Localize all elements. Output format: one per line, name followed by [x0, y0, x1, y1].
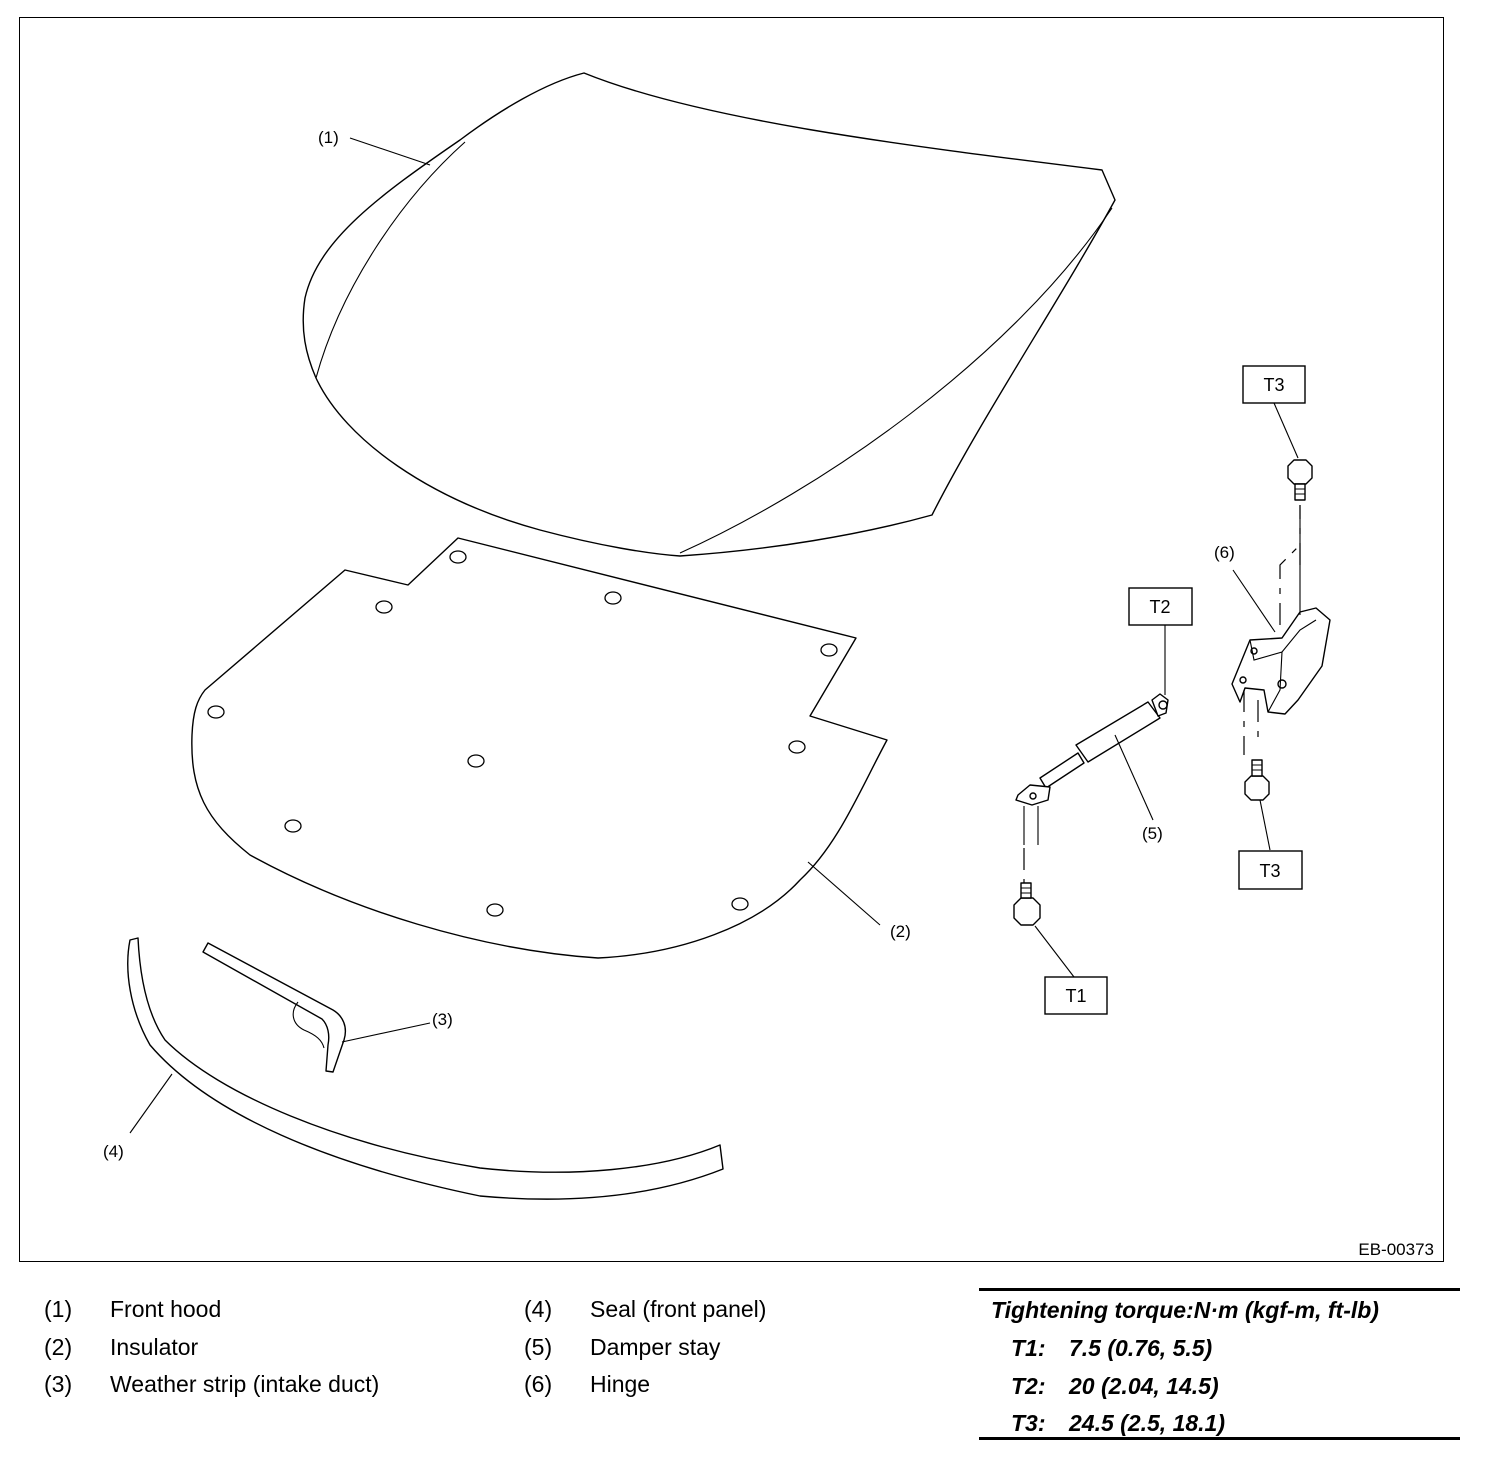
- hinge: [1231, 459, 1331, 801]
- insulator-clip-hole: [375, 600, 393, 614]
- svg-text:T1: T1: [1065, 986, 1086, 1006]
- legend-item: (1) Front hood: [44, 1291, 379, 1329]
- svg-text:T2: T2: [1149, 597, 1170, 617]
- callout-4: (4): [103, 1142, 124, 1161]
- svg-text:T3: T3: [1263, 375, 1284, 395]
- legend-number: (1): [44, 1296, 73, 1322]
- torque-tag-t2: T2: [1128, 587, 1193, 626]
- torque-tag-t3-bottom: T3: [1238, 850, 1303, 890]
- svg-text:T3: T3: [1259, 861, 1280, 881]
- torque-title: Tightening torque:N·m (kgf-m, ft-lb): [991, 1297, 1379, 1323]
- legend-number: (4): [524, 1296, 553, 1322]
- legend-item: (6) Hinge: [524, 1366, 766, 1404]
- torque-key: T3:: [1011, 1410, 1046, 1436]
- seal-front-panel: [127, 937, 724, 1200]
- legend-label: Insulator: [110, 1333, 199, 1360]
- torque-key: T2:: [1011, 1373, 1046, 1399]
- legend-label: Front hood: [110, 1296, 222, 1322]
- legend-label: Hinge: [590, 1371, 651, 1397]
- callout-1: (1): [318, 128, 339, 147]
- insulator-clip-hole: [449, 550, 467, 564]
- legend-item: (4) Seal (front panel): [524, 1291, 766, 1329]
- legend-number: (6): [524, 1371, 553, 1397]
- legend-label: Weather strip (intake duct): [110, 1371, 380, 1397]
- bolt-t3-top-icon: [1287, 459, 1313, 485]
- insulator-clip-hole: [604, 591, 622, 605]
- torque-row: T2: 20 (2.04, 14.5): [1011, 1373, 1219, 1400]
- torque-key: T1:: [1011, 1335, 1046, 1361]
- insulator-clip-hole: [820, 643, 838, 657]
- insulator-clip-hole: [486, 903, 504, 917]
- callout-6: (6): [1214, 543, 1235, 562]
- diagram-frame: [19, 17, 1444, 1262]
- torque-value: 20 (2.04, 14.5): [1069, 1373, 1219, 1399]
- weather-strip-intake-duct: [202, 942, 347, 1073]
- insulator: [191, 537, 888, 959]
- torque-row: T3: 24.5 (2.5, 18.1): [1011, 1410, 1225, 1437]
- legend-number: (2): [44, 1333, 73, 1360]
- torque-spec-table: Tightening torque:N·m (kgf-m, ft-lb) T1:…: [979, 1288, 1460, 1440]
- torque-value: 7.5 (0.76, 5.5): [1069, 1335, 1213, 1361]
- insulator-clip-hole: [788, 740, 806, 754]
- torque-value: 24.5 (2.5, 18.1): [1069, 1410, 1225, 1436]
- torque-tag-t1: T1: [1044, 976, 1108, 1015]
- insulator-clip-hole: [467, 754, 485, 768]
- bolt-t3-bottom-icon: [1244, 775, 1270, 801]
- front-hood: [302, 72, 1116, 557]
- callout-5: (5): [1142, 824, 1163, 843]
- insulator-clip-hole: [207, 705, 225, 719]
- callout-3: (3): [432, 1010, 453, 1029]
- legend-item: (5) Damper stay: [524, 1329, 766, 1367]
- legend-label: Damper stay: [590, 1333, 721, 1360]
- insulator-clip-hole: [284, 819, 302, 833]
- insulator-clip-hole: [731, 897, 749, 911]
- torque-tag-t3-top: T3: [1242, 365, 1306, 404]
- bolt-t1-icon: [1013, 897, 1041, 926]
- legend-middle-column: (4) Seal (front panel) (5) Damper stay (…: [524, 1291, 766, 1404]
- legend-number: (5): [524, 1333, 553, 1360]
- legend-item: (3) Weather strip (intake duct): [44, 1366, 379, 1404]
- legend-label: Seal (front panel): [590, 1296, 767, 1322]
- callout-2: (2): [890, 922, 911, 941]
- leader-lines: [129, 137, 1299, 1134]
- torque-row: T1: 7.5 (0.76, 5.5): [1011, 1335, 1212, 1362]
- legend-number: (3): [44, 1371, 73, 1397]
- damper-stay: [1013, 693, 1169, 926]
- figure-id: EB-00373: [1358, 1240, 1434, 1259]
- legend-left-column: (1) Front hood (2) Insulator (3) Weather…: [44, 1291, 379, 1404]
- legend-item: (2) Insulator: [44, 1329, 379, 1367]
